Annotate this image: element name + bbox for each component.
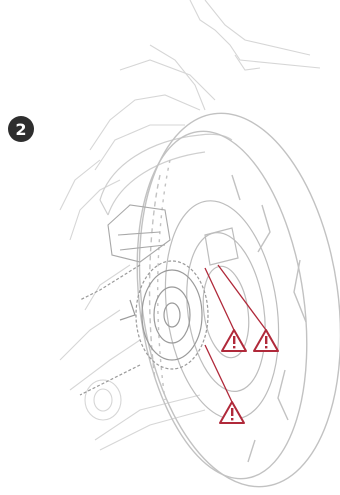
frame-linework (60, 0, 320, 450)
sprocket-and-chain (80, 261, 208, 395)
mudguard (100, 134, 232, 215)
warning-triangle-icon (220, 402, 244, 423)
warning-triangle-icon (254, 330, 278, 351)
tyre (116, 100, 340, 495)
rim-and-disc (152, 193, 292, 426)
warning-triangle-icon (222, 330, 246, 351)
